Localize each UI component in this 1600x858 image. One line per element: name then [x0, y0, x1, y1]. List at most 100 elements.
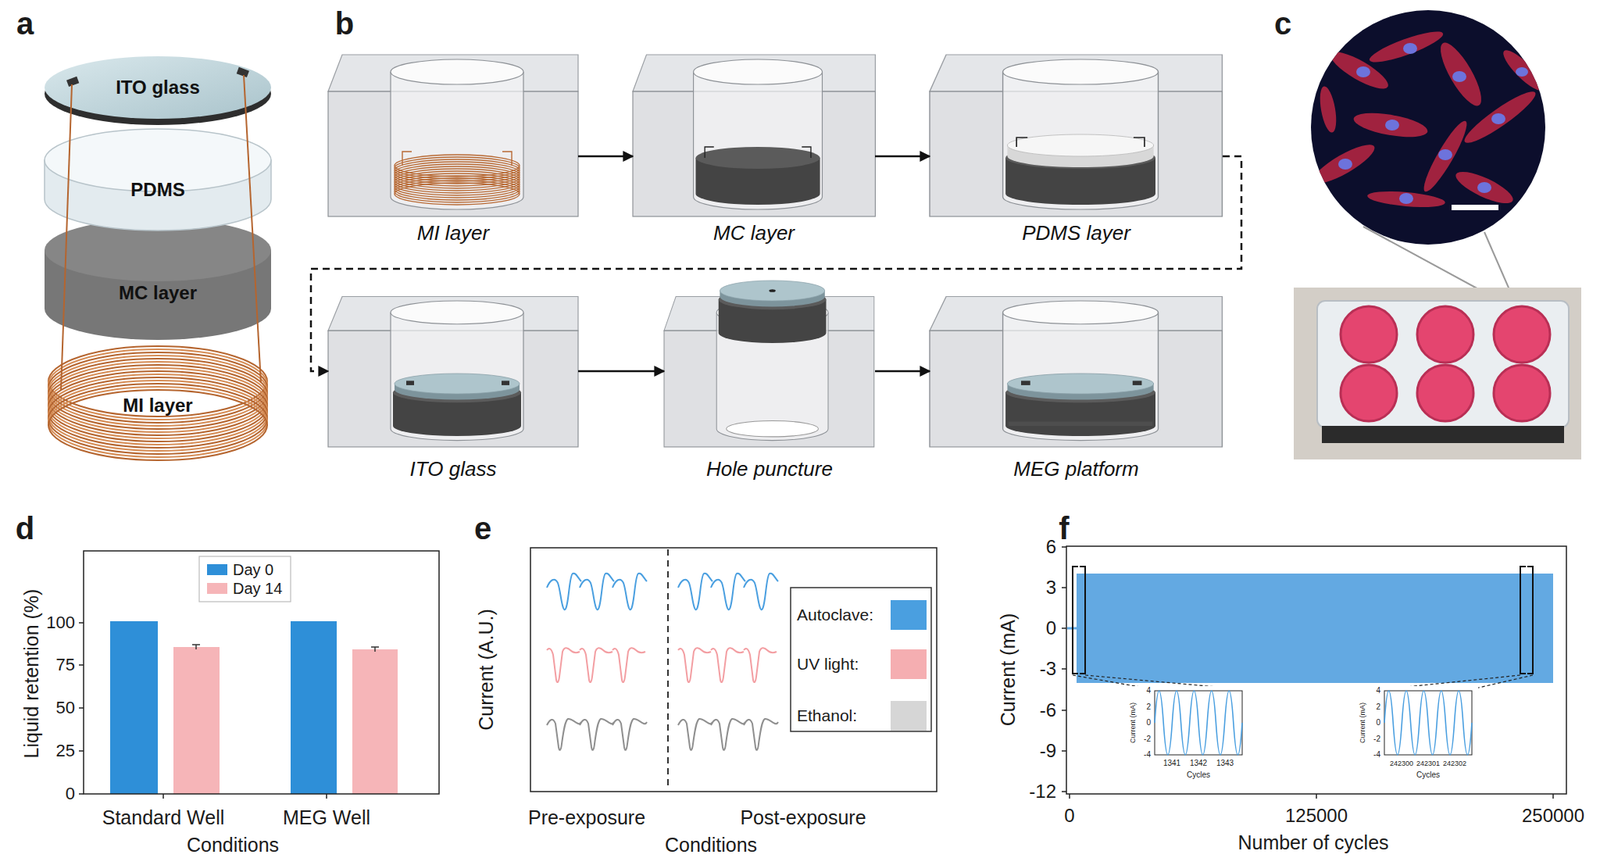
bar-chart [110, 621, 158, 794]
cycling-chart [1061, 750, 1067, 752]
stained-cells [1308, 26, 1549, 211]
tick-label: 125000 [1285, 806, 1348, 825]
waveform-chart [546, 573, 582, 611]
legend-text: Day 14 [232, 580, 283, 597]
waveform-chart [612, 718, 647, 750]
legend-text: UV light: [796, 655, 859, 672]
stained-cells [1498, 45, 1549, 96]
fluorescence-micrograph [1310, 10, 1546, 245]
inset-tick: -2 [1373, 735, 1381, 743]
stained-cells [1452, 71, 1467, 83]
cycling-chart [1315, 793, 1318, 799]
step-illustration [1021, 380, 1031, 386]
flow-arrow [875, 155, 930, 158]
waveform-chart [710, 647, 744, 683]
inset-tick: -4 [1373, 750, 1381, 759]
bar-chart [78, 621, 84, 624]
cycling-chart [1066, 546, 1567, 794]
inset-tick: 242301 [1416, 760, 1440, 768]
tick-label: 25 [56, 742, 75, 760]
axis-title: Current (A.U.) [476, 608, 497, 731]
waveform-chart [710, 718, 746, 750]
bar-chart [173, 646, 220, 794]
inset-tick: 0 [1146, 718, 1151, 727]
stained-cells [1338, 42, 1529, 204]
flow-arrow [310, 156, 1242, 372]
category-label: Pre-exposure [528, 807, 646, 828]
inset-tick: 0 [1375, 718, 1381, 727]
tick-label: -3 [1039, 659, 1057, 679]
stained-cells [1356, 66, 1371, 78]
step-illustration [768, 289, 775, 293]
zoom-leader [1471, 675, 1533, 690]
tick-label: 250000 [1521, 806, 1585, 825]
bar-chart [374, 646, 376, 652]
layer-name: MC layer [118, 282, 197, 304]
inset-plot [1154, 690, 1243, 755]
waveform-chart [530, 547, 937, 792]
tick-label: 6 [1046, 537, 1057, 557]
zoom-bracket [1527, 566, 1533, 674]
step-caption: MEG platform [1013, 457, 1139, 482]
well-plate-photo [1317, 300, 1569, 428]
inset-tick: 242300 [1389, 760, 1414, 768]
step-caption: MC layer [713, 221, 795, 246]
stained-cells [1366, 189, 1446, 211]
cycling-chart [1061, 586, 1067, 589]
step-illustration [1007, 134, 1154, 168]
ito-disc [44, 56, 272, 119]
step-illustration [1008, 421, 1154, 426]
step-illustration [719, 280, 825, 307]
inset-plot [1353, 685, 1479, 782]
waveform-chart [710, 573, 746, 611]
well-plate-photo [1340, 306, 1550, 422]
layer-name: ITO glass [115, 76, 200, 99]
mi-coil [48, 367, 268, 439]
axis-title: Current (mA) [998, 613, 1018, 726]
stained-cells [1385, 119, 1400, 131]
ito-disc [236, 67, 250, 78]
mi-coil [48, 383, 268, 454]
axis-title: Conditions [186, 835, 279, 855]
step-illustration [929, 296, 1222, 447]
cycling-chart [1076, 573, 1554, 683]
category-label: Standard Well [102, 807, 225, 828]
waveform-chart [579, 718, 615, 750]
inset-plot [1123, 685, 1249, 782]
step-caption: MI layer [417, 221, 490, 246]
inset-plot [1353, 685, 1479, 782]
inset-tick: 2 [1146, 703, 1151, 711]
step-caption: ITO glass [410, 457, 497, 482]
waveform-chart [579, 573, 615, 611]
step-illustration [1016, 137, 1028, 147]
fluorescence-micrograph [1308, 10, 1549, 245]
waveform-chart [530, 547, 937, 792]
stained-cells [1515, 67, 1529, 77]
process-step: MC layer [632, 46, 875, 249]
waveform-chart [546, 647, 580, 683]
process-step: MEG platform [929, 289, 1223, 485]
stained-cells [1460, 85, 1541, 149]
step-illustration [664, 280, 875, 447]
tick-label: 3 [1046, 578, 1057, 597]
inset-axis-title: Cycles [1186, 771, 1211, 779]
well-plate-photo [1321, 425, 1565, 443]
legend-swatch [890, 600, 927, 630]
pdms-disc [44, 128, 272, 231]
stained-cells [1491, 113, 1506, 125]
step-illustration [394, 373, 520, 400]
process-step: PDMS layer [929, 46, 1223, 249]
flow-arrow [578, 155, 633, 158]
bar-chart [195, 644, 197, 650]
layer-disc: PDMS [62, 176, 254, 204]
tick-label: 0 [1064, 806, 1075, 825]
bar-chart [162, 793, 165, 799]
step-illustration [1007, 373, 1154, 400]
legend-swatch [207, 582, 228, 594]
well-plate-photo [1293, 287, 1582, 460]
mi-coil [48, 371, 268, 442]
process-step: MI layer [328, 46, 579, 249]
legend-swatch [890, 649, 927, 679]
ito-disc [44, 56, 272, 125]
inset-tick: 1343 [1216, 759, 1234, 768]
